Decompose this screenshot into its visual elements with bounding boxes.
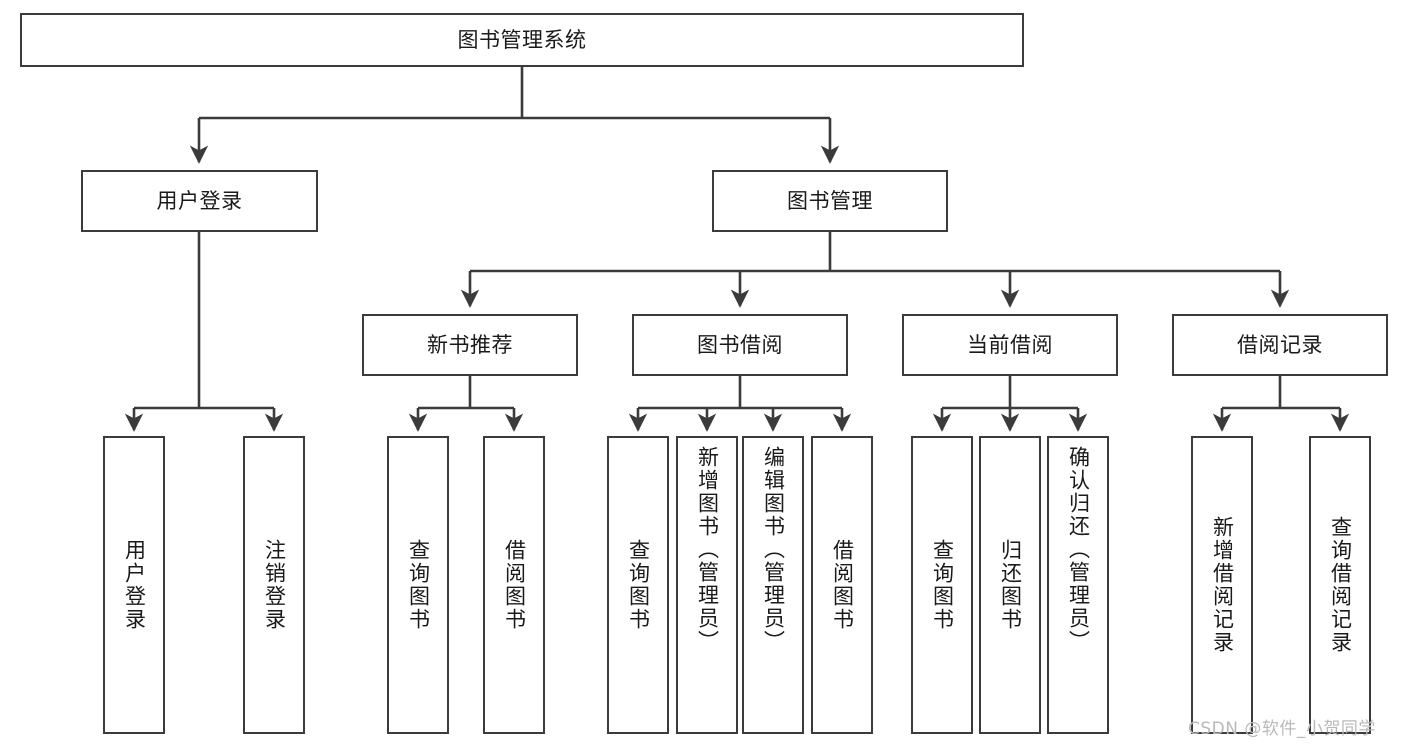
- node-current-borrow-label: 当前借阅: [967, 332, 1053, 357]
- leaf-user-logout[interactable]: 注销登录: [243, 436, 305, 734]
- node-root-label: 图书管理系统: [457, 27, 587, 52]
- node-user-login[interactable]: 用户登录: [81, 170, 318, 232]
- leaf-add-book-label: 新增图书（管理员）: [695, 446, 720, 653]
- leaf-user-login-label: 用户登录: [122, 539, 147, 631]
- leaf-edit-book[interactable]: 编辑图书（管理员）: [742, 436, 804, 734]
- leaf-add-book[interactable]: 新增图书（管理员）: [676, 436, 738, 734]
- leaf-edit-book-label: 编辑图书（管理员）: [761, 446, 786, 653]
- leaf-borrow-book-1[interactable]: 借阅图书: [483, 436, 545, 734]
- leaf-query-book-2-label: 查询图书: [626, 539, 651, 631]
- leaf-confirm-return-label: 确认归还（管理员）: [1066, 446, 1091, 653]
- node-book-manage-label: 图书管理: [787, 188, 873, 213]
- leaf-add-record[interactable]: 新增借阅记录: [1191, 436, 1253, 734]
- node-new-book-recommend[interactable]: 新书推荐: [362, 314, 578, 376]
- node-book-borrow[interactable]: 图书借阅: [632, 314, 848, 376]
- node-book-borrow-label: 图书借阅: [697, 332, 783, 357]
- leaf-borrow-book-2[interactable]: 借阅图书: [811, 436, 873, 734]
- node-book-manage[interactable]: 图书管理: [712, 170, 948, 232]
- leaf-return-book-label: 归还图书: [998, 539, 1023, 631]
- leaf-query-book-1-label: 查询图书: [406, 539, 431, 631]
- node-borrow-record[interactable]: 借阅记录: [1172, 314, 1388, 376]
- leaf-query-book-3-label: 查询图书: [930, 539, 955, 631]
- leaf-user-login[interactable]: 用户登录: [103, 436, 165, 734]
- node-current-borrow[interactable]: 当前借阅: [902, 314, 1118, 376]
- node-user-login-label: 用户登录: [156, 188, 243, 213]
- leaf-add-record-label: 新增借阅记录: [1210, 516, 1235, 654]
- leaf-query-book-3[interactable]: 查询图书: [911, 436, 973, 734]
- node-borrow-record-label: 借阅记录: [1237, 332, 1323, 357]
- leaf-confirm-return[interactable]: 确认归还（管理员）: [1047, 436, 1109, 734]
- leaf-query-book-1[interactable]: 查询图书: [387, 436, 449, 734]
- leaf-query-record[interactable]: 查询借阅记录: [1309, 436, 1371, 734]
- leaf-borrow-book-2-label: 借阅图书: [830, 539, 855, 631]
- node-new-book-recommend-label: 新书推荐: [427, 332, 513, 357]
- node-root[interactable]: 图书管理系统: [20, 13, 1024, 67]
- leaf-user-logout-label: 注销登录: [262, 539, 287, 631]
- leaf-return-book[interactable]: 归还图书: [979, 436, 1041, 734]
- csdn-watermark: CSDN @软件_小贺同学: [1188, 719, 1376, 739]
- leaf-query-book-2[interactable]: 查询图书: [607, 436, 669, 734]
- leaf-borrow-book-1-label: 借阅图书: [502, 539, 527, 631]
- leaf-query-record-label: 查询借阅记录: [1328, 516, 1353, 654]
